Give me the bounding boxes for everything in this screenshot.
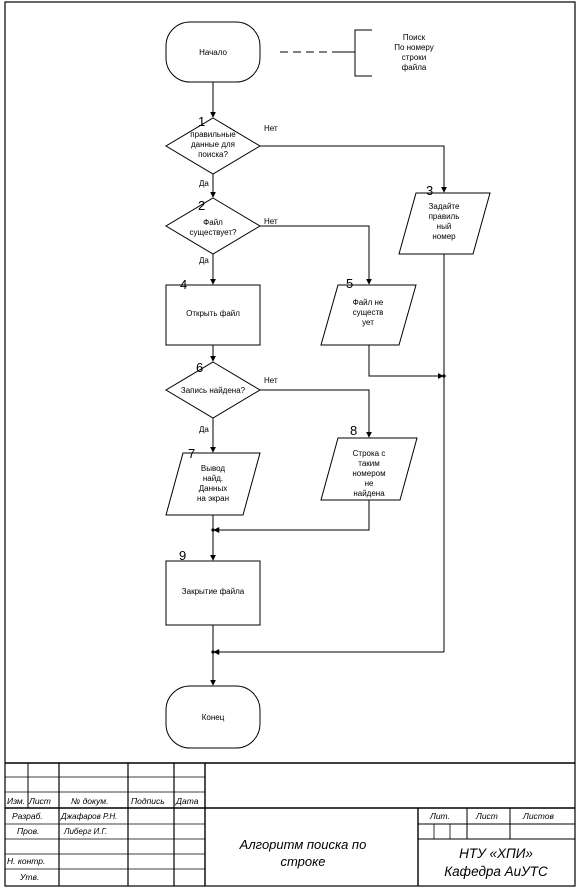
- stamp-title-line-2: строке: [280, 854, 325, 869]
- process-4-label: Открыть файл: [186, 309, 240, 318]
- svg-text:ует: ует: [362, 318, 374, 327]
- stamp-prov-label: Пров.: [17, 826, 39, 836]
- stamp-utv-label: Утв.: [19, 872, 39, 882]
- svg-text:данные для: данные для: [191, 140, 235, 149]
- svg-text:строки: строки: [402, 53, 427, 62]
- svg-text:на экран: на экран: [197, 494, 229, 503]
- stamp-title-line-1: Алгоритм поиска по: [239, 837, 367, 852]
- node-number-9: 9: [179, 548, 186, 563]
- svg-text:ный: ный: [437, 222, 452, 231]
- stamp-razrab-label: Разраб.: [12, 811, 43, 821]
- edge-2-5: [260, 225, 372, 285]
- svg-text:найд.: найд.: [203, 474, 223, 483]
- svg-text:правиль: правиль: [429, 212, 460, 221]
- decision-2-label: Файл существует?: [190, 218, 237, 237]
- svg-text:Данных: Данных: [199, 484, 227, 493]
- io-7-shape: [165, 452, 261, 516]
- start-label: Начало: [199, 48, 227, 57]
- io-5-shape: [320, 284, 417, 346]
- node-number-1: 1: [198, 114, 205, 129]
- decision-1-label: правильные данные для поиска?: [190, 130, 236, 159]
- stamp-prov-name: Либерг И.Г.: [63, 827, 107, 836]
- no-label-1: Нет: [264, 124, 278, 133]
- edge-8-merge: [213, 500, 370, 533]
- stamp-org-line-1: НТУ «ХПИ»: [459, 846, 533, 861]
- node-number-7: 7: [188, 446, 195, 461]
- io-8-shape: [320, 437, 418, 501]
- svg-text:номер: номер: [432, 232, 456, 241]
- stamp-org-line-2: Кафедра АиУТС: [444, 864, 548, 879]
- stamp-lit: Лит.: [429, 811, 450, 821]
- svg-text:номером: номером: [352, 469, 385, 478]
- edge-6-8: [260, 389, 372, 438]
- stamp-nkontr-label: Н. контр.: [7, 856, 45, 866]
- io-7-label: Вывод найд. Данных на экран: [197, 464, 229, 503]
- svg-text:Файл не: Файл не: [353, 298, 384, 307]
- edge-5-merge: [368, 345, 444, 379]
- yes-label-6: Да: [199, 425, 209, 434]
- io-8-label: Строка с таким номером не найдена: [352, 449, 385, 498]
- no-label-2: Нет: [264, 217, 278, 226]
- svg-text:Поиск: Поиск: [403, 33, 426, 42]
- node-number-8: 8: [350, 423, 357, 438]
- svg-text:правильные: правильные: [190, 130, 236, 139]
- stamp-header-list: Лист: [28, 796, 51, 806]
- end-label: Конец: [202, 713, 225, 722]
- annotation-bracket: [354, 29, 372, 77]
- svg-text:существ: существ: [353, 308, 384, 317]
- svg-text:найдена: найдена: [353, 489, 385, 498]
- svg-text:Файл: Файл: [203, 218, 223, 227]
- svg-text:По номеру: По номеру: [394, 43, 434, 52]
- edge-1-3: [260, 145, 447, 193]
- svg-text:существует?: существует?: [190, 228, 237, 237]
- sheet-frame: [4, 1, 576, 887]
- stamp-header-izm: Изм.: [7, 796, 25, 806]
- yes-label-2: Да: [199, 256, 209, 265]
- stamp-razrab-name: Джафаров Р.Н.: [60, 812, 117, 821]
- stamp-listov: Листов: [522, 811, 555, 821]
- no-label-6: Нет: [264, 376, 278, 385]
- io-3-shape: [398, 192, 491, 255]
- svg-text:файла: файла: [402, 63, 427, 72]
- stamp-list: Лист: [475, 811, 498, 821]
- svg-text:таким: таким: [358, 459, 380, 468]
- svg-text:Вывод: Вывод: [201, 464, 226, 473]
- title-block: [5, 762, 575, 886]
- annotation-text: Поиск По номеру строки файла: [394, 33, 434, 72]
- node-number-2: 2: [198, 198, 205, 213]
- stamp-header-podpis: Подпись: [131, 796, 165, 806]
- process-9-label: Закрытие файла: [182, 587, 245, 596]
- end-terminator: [165, 685, 261, 749]
- node-number-4: 4: [180, 277, 187, 292]
- yes-label-1: Да: [199, 179, 209, 188]
- svg-text:не: не: [365, 479, 374, 488]
- svg-text:Задайте: Задайте: [429, 202, 460, 211]
- stamp-header-ndokum: № докум.: [71, 796, 108, 806]
- io-3-label: Задайте правиль ный номер: [429, 202, 460, 241]
- svg-text:Строка с: Строка с: [353, 449, 386, 458]
- decision-6-label: Запись найдена?: [181, 386, 246, 395]
- node-number-3: 3: [426, 183, 433, 198]
- svg-text:поиска?: поиска?: [198, 150, 228, 159]
- node-number-6: 6: [196, 360, 203, 375]
- node-number-5: 5: [346, 276, 353, 291]
- io-5-label: Файл не существ ует: [353, 298, 384, 327]
- stamp-header-data: Дата: [175, 796, 199, 806]
